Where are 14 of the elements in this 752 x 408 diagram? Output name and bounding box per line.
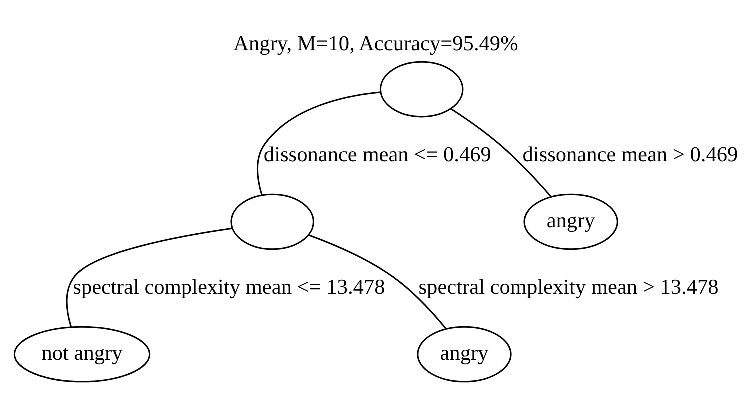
edge-label: dissonance mean > 0.469 [522,142,738,166]
diagram-title: Angry, M=10, Accuracy=95.49% [234,30,518,55]
edge-label: dissonance mean <= 0.469 [264,142,492,166]
node-ellipse [230,193,314,250]
node-ellipse: angry [524,193,618,250]
edge-label: spectral complexity mean <= 13.478 [73,274,386,298]
connector [450,108,552,197]
node-ellipse [380,60,464,118]
connector [66,227,232,327]
node-ellipse: angry [417,326,512,382]
node-ellipse: not angry [14,326,151,382]
connector [257,91,381,195]
edge-label: spectral complexity mean > 13.478 [418,274,719,298]
connector [308,234,446,329]
